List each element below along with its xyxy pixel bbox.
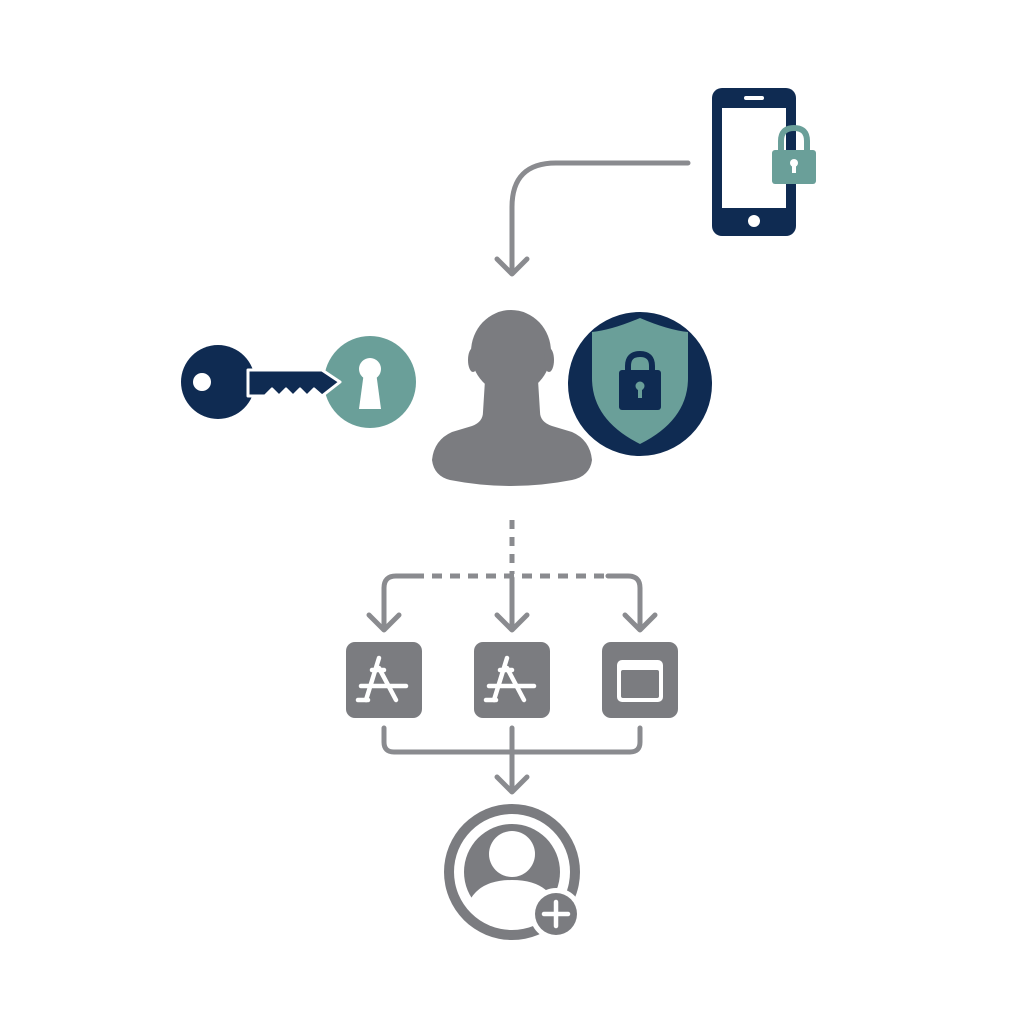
key-keyhole-icon [181, 336, 416, 428]
connector-device-to-user [494, 160, 691, 277]
plus-badge-icon [530, 888, 582, 940]
shield-lock-icon [561, 305, 719, 463]
app-window-icon [617, 660, 663, 702]
connector-user-to-apps [366, 520, 658, 633]
smartphone-lock-icon [712, 88, 816, 236]
app-tile-2[interactable] [474, 642, 550, 718]
padlock-icon [619, 350, 661, 410]
app-tile-3[interactable] [602, 642, 678, 718]
key-icon [181, 345, 342, 419]
app-store-icon [355, 655, 409, 703]
user-silhouette-icon [432, 310, 592, 486]
app-store-icon [483, 655, 537, 703]
add-user-icon[interactable] [444, 804, 582, 940]
app-tile-1[interactable] [346, 642, 422, 718]
padlock-icon [772, 124, 816, 184]
keyhole-icon [359, 358, 381, 409]
connector-apps-to-account [381, 725, 643, 795]
